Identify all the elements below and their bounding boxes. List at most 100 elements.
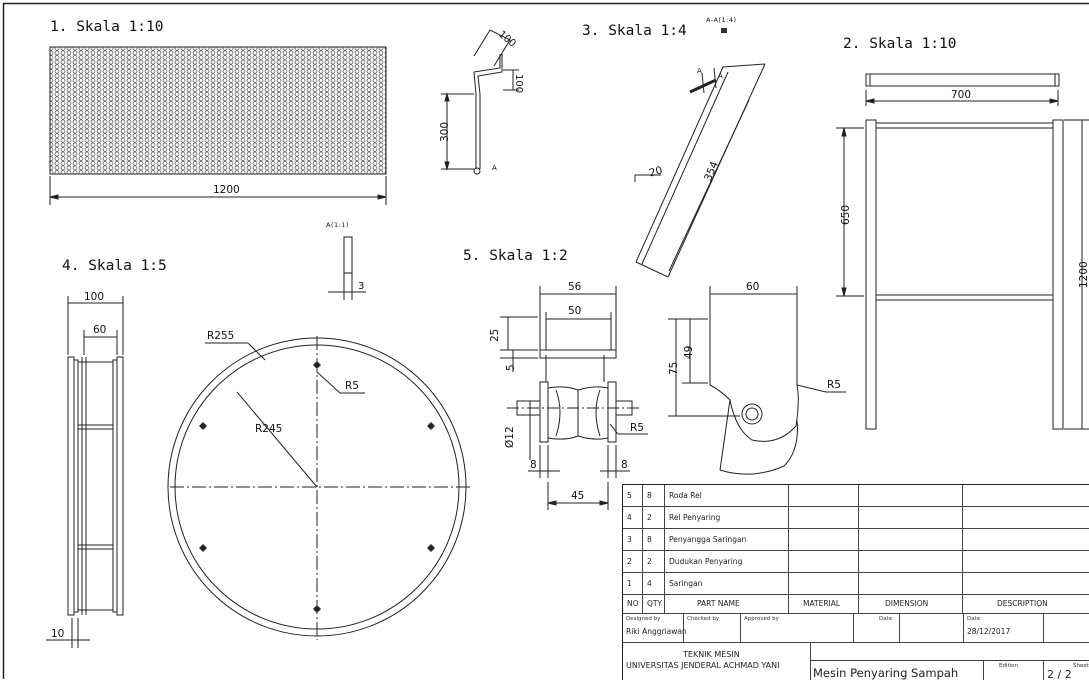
part-no: 1	[623, 573, 643, 594]
parts-row: 1 4 Saringan	[623, 573, 1089, 595]
part-material	[789, 507, 859, 528]
part-description	[963, 507, 1089, 528]
part-dimension	[859, 573, 963, 594]
dim-v1-rot-300: 300	[439, 122, 451, 142]
approved-by-label: Approved by	[744, 616, 779, 622]
designed-by-value: Riki Anggriawan	[626, 627, 687, 636]
parts-row: 3 8 Penyangga Saringan	[623, 529, 1089, 551]
part-dimension	[859, 507, 963, 528]
edition-label: Edition	[999, 663, 1018, 669]
title-row: TEKNIK MESIN UNIVERSITAS JENDERAL ACHMAD…	[623, 643, 1089, 680]
dim-v2-700: 700	[951, 89, 971, 101]
part-name: Saringan	[665, 573, 789, 594]
header-no: NO	[623, 595, 643, 613]
dim-v4-60: 60	[93, 324, 106, 336]
part-qty: 4	[643, 573, 665, 594]
dim-v2-1200: 1200	[1078, 261, 1089, 288]
dim-v3-detail-3: 3	[358, 281, 364, 292]
dim-v5-8b: 8	[621, 459, 628, 471]
part-material	[789, 529, 859, 550]
date-value: 28/12/2017	[967, 627, 1010, 636]
view-5-wheel-side	[668, 286, 846, 474]
dim-v5-d12: Ø12	[504, 426, 516, 448]
checked-by-label: Checked by	[687, 616, 719, 622]
header-qty: QTY	[643, 595, 665, 613]
dim-v5-56: 56	[568, 281, 582, 293]
part-no: 3	[623, 529, 643, 550]
dim-v3-354: 354	[702, 159, 721, 182]
view-5-heading: 5. Skala 1:2	[463, 248, 568, 264]
part-qty: 8	[643, 485, 665, 506]
dim-v5-5: 5	[505, 364, 517, 371]
dim-v5-49: 49	[683, 346, 695, 359]
view-2-frame	[836, 74, 1089, 429]
part-no: 5	[623, 485, 643, 506]
parts-row: 5 8 Roda Rel	[623, 485, 1089, 507]
part-no: 4	[623, 507, 643, 528]
part-dimension	[859, 529, 963, 550]
section-a-left: A	[697, 67, 702, 75]
part-name: Roda Rel	[665, 485, 789, 506]
header-part-name: PART NAME	[665, 595, 789, 613]
dim-v2-650: 650	[840, 205, 852, 225]
part-name: Dudukan Penyaring	[665, 551, 789, 572]
part-dimension	[859, 485, 963, 506]
view-4-ring	[46, 296, 470, 648]
section-aa-icon	[721, 28, 727, 33]
header-dimension: DIMENSION	[859, 595, 963, 613]
view-5-wheel-front	[500, 286, 648, 510]
dim-v5-25: 25	[489, 329, 501, 342]
view-3-heading: 3. Skala 1:4	[582, 23, 687, 39]
dim-v4-10: 10	[51, 628, 64, 640]
dim-v4-r5: R5	[345, 380, 359, 392]
part-qty: 2	[643, 507, 665, 528]
part-name: Rel Penyaring	[665, 507, 789, 528]
parts-row: 2 2 Dudukan Penyaring	[623, 551, 1089, 573]
part-dimension	[859, 551, 963, 572]
part-description	[963, 529, 1089, 550]
part-description	[963, 485, 1089, 506]
part-material	[789, 485, 859, 506]
header-material: MATERIAL	[789, 595, 859, 613]
section-a-right: A	[718, 72, 723, 80]
view-1-heading: 1. Skala 1:10	[50, 19, 164, 35]
parts-header-row: NO QTY PART NAME MATERIAL DIMENSION DESC…	[623, 595, 1089, 614]
dim-v4-100: 100	[84, 291, 104, 303]
signature-row: Designed by Riki Anggriawan Checked by A…	[623, 614, 1089, 643]
view-2-heading: 2. Skala 1:10	[843, 36, 957, 52]
dim-v1-rot-100b: 100	[513, 74, 524, 93]
parts-row: 4 2 Rel Penyaring	[623, 507, 1089, 529]
section-aa-label: A-A(1:4)	[706, 16, 737, 24]
dim-v3-20: 20	[648, 164, 664, 179]
title-block: 5 8 Roda Rel 4 2 Rel Penyaring 3 8 Penya…	[622, 484, 1089, 680]
part-qty: 2	[643, 551, 665, 572]
detail-a-label: A(1:1)	[326, 221, 349, 229]
part-description	[963, 551, 1089, 572]
part-name: Penyangga Saringan	[665, 529, 789, 550]
date2-label: Date	[967, 616, 980, 622]
sheet-number: 2 / 2	[1047, 668, 1072, 681]
part-qty: 8	[643, 529, 665, 550]
drawing-title: Mesin Penyaring Sampah	[813, 666, 958, 680]
dim-v5-60: 60	[746, 281, 759, 293]
dim-v1-rot-100a: 100	[496, 29, 518, 50]
dim-v5-r5a: R5	[630, 422, 644, 434]
dim-v5-75: 75	[668, 362, 680, 375]
dim-v5-45: 45	[571, 490, 584, 502]
part-description	[963, 573, 1089, 594]
view-1-section	[441, 30, 519, 174]
date-label: Date	[879, 616, 892, 622]
sheet-label: Sheet	[1073, 663, 1089, 669]
dim-v5-r5b: R5	[827, 379, 841, 391]
part-no: 2	[623, 551, 643, 572]
designed-by-label: Designed by	[626, 616, 660, 622]
header-description: DESCRIPTION	[963, 595, 1089, 613]
university: UNIVERSITAS JENDERAL ACHMAD YANI	[626, 661, 780, 670]
part-material	[789, 551, 859, 572]
dim-v5-50: 50	[568, 305, 581, 317]
dim-v1-width: 1200	[213, 184, 240, 196]
dim-v4-r255: R255	[207, 330, 234, 342]
view-1-screen	[50, 47, 386, 205]
dim-v4-r245: R245	[255, 423, 282, 435]
section-marker-a: A	[492, 164, 497, 172]
